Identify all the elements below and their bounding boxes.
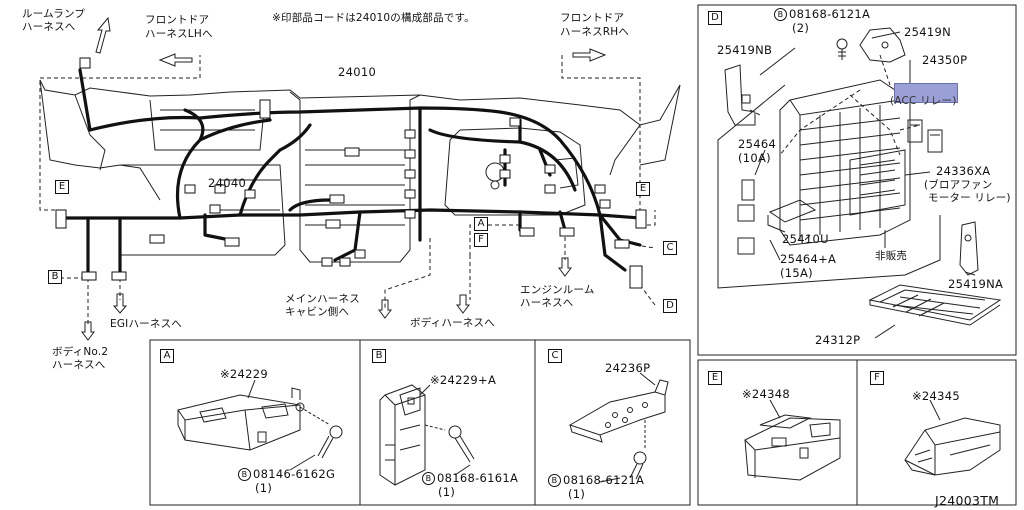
panel-a-drawing	[177, 379, 343, 471]
bolt-symbol-icon: B	[422, 472, 435, 485]
part-25419n: 25419N	[904, 25, 951, 39]
body-no2-label-2: ハーネスへ	[52, 359, 106, 371]
not-sold-label: 非販売	[875, 250, 908, 262]
ref-box-e-left: E	[55, 180, 69, 194]
ref-box-f: F	[474, 233, 488, 247]
part-25464-amp: (10A)	[738, 151, 771, 165]
panel-e-part: ※24348	[742, 387, 791, 401]
panel-a-part: ※24229	[220, 367, 269, 381]
engine-room-label-2: ハーネスへ	[520, 297, 574, 309]
part-24040-label: 24040	[208, 176, 247, 190]
part-25464a-amp: (15A)	[780, 266, 813, 280]
front-door-lh-label-2: ハーネスLHへ	[145, 28, 213, 40]
header-note: ※印部品コードは24010の構成部品です。	[272, 12, 475, 24]
panel-d-bolt-qty: (2)	[792, 21, 810, 35]
main-harness-label-1: メインハーネス	[285, 293, 360, 305]
room-lamp-label-1: ルームランプ	[22, 8, 86, 20]
diagram-id: J24003TM	[935, 493, 1000, 508]
panel-b-part: ※24229+A	[430, 373, 497, 387]
body-harness-label: ボディハーネスへ	[410, 317, 495, 329]
part-24350p: 24350P	[922, 53, 968, 67]
blower-relay-label-1: (ブロアファン	[924, 179, 993, 191]
panel-c-part: 24236P	[605, 361, 651, 375]
ref-box-a: A	[474, 217, 488, 231]
panel-c-drawing	[568, 372, 669, 483]
blower-relay-label-2: モーター リレー)	[928, 192, 1011, 204]
front-door-rh-label-2: ハーネスRHへ	[560, 26, 630, 38]
panel-e-drawing	[744, 399, 841, 481]
bolt-symbol-icon: B	[774, 8, 787, 21]
part-25464: 25464	[738, 137, 777, 151]
acc-relay-label: (ACC リレー)	[890, 95, 957, 107]
connectors	[55, 57, 647, 289]
panel-b-ref: B	[372, 349, 386, 363]
panel-d-frame	[697, 4, 1017, 356]
part-25419nb: 25419NB	[717, 43, 773, 57]
bolt-symbol-icon: B	[238, 468, 251, 481]
panel-a-bolt-qty: (1)	[255, 481, 273, 495]
part-25410u: 25410U	[782, 232, 829, 246]
panel-f-part: ※24345	[912, 389, 961, 403]
room-lamp-label-2: ハーネスへ	[22, 21, 76, 33]
panel-d-drawing	[717, 27, 1002, 339]
acc-relay-highlight	[894, 83, 958, 103]
panel-e-ref: E	[708, 371, 722, 385]
part-24312p: 24312P	[815, 333, 861, 347]
part-25419na: 25419NA	[948, 277, 1004, 291]
main-harness-label-2: キャビン側へ	[285, 306, 350, 318]
bottom-panels-frame	[149, 339, 691, 506]
ref-box-d: D	[663, 299, 677, 313]
egi-harness-label: EGIハーネスへ	[110, 318, 182, 330]
panel-f-ref: F	[870, 371, 884, 385]
panel-b-drawing	[379, 384, 475, 486]
panel-b-bolt-qty: (1)	[438, 485, 456, 499]
front-door-rh-label-1: フロントドア	[560, 12, 625, 24]
panel-c-ref: C	[548, 349, 562, 363]
panel-c-bolt-qty: (1)	[568, 487, 586, 501]
panel-f-drawing	[904, 399, 1001, 476]
part-24336xa: 24336XA	[936, 164, 991, 178]
part-25464a: 25464+A	[780, 252, 837, 266]
body-no2-label-1: ボディNo.2	[52, 346, 109, 358]
part-24010-label: 24010	[338, 65, 377, 79]
panel-d-ref: D	[708, 11, 722, 25]
bolt-symbol-icon: B	[548, 474, 561, 487]
ref-box-b: B	[48, 270, 62, 284]
front-door-lh-label-1: フロントドア	[145, 14, 210, 26]
ref-box-e-right: E	[636, 182, 650, 196]
panel-a-ref: A	[160, 349, 174, 363]
engine-room-label-1: エンジンルーム	[520, 284, 595, 296]
ref-box-c: C	[663, 241, 677, 255]
